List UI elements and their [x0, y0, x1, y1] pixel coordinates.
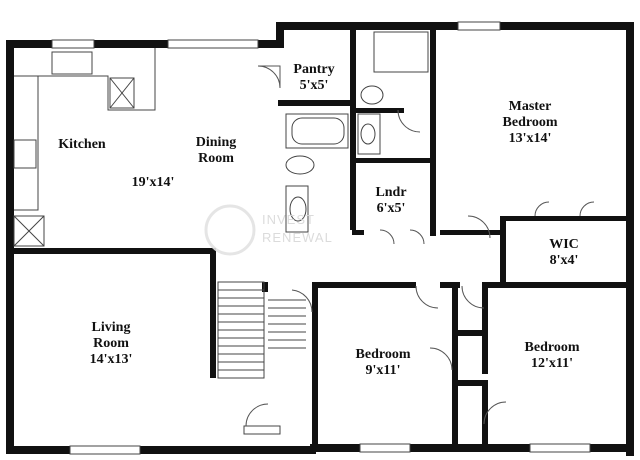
dining-size: 19'x14'	[132, 175, 175, 190]
pantry-name: Pantry	[293, 62, 334, 77]
master-name-line2: Bedroom	[503, 115, 558, 130]
kitchen-cabinets	[13, 48, 156, 247]
room-labels: Kitchen Dining Room 19'x14' Pantry 5'x5'…	[58, 62, 580, 378]
bedroom3-size: 12'x11'	[531, 356, 573, 371]
pantry-size: 5'x5'	[300, 78, 329, 93]
kitchen-name: Kitchen	[58, 137, 106, 152]
dining-name-line1: Dining	[196, 135, 236, 150]
living-size: 14'x13'	[90, 352, 133, 367]
laundry-name: Lndr	[375, 185, 406, 200]
bedroom2-name: Bedroom	[356, 347, 411, 362]
staircase	[217, 281, 306, 379]
watermark-line1: INVEST	[262, 212, 315, 227]
bedroom3-name: Bedroom	[525, 340, 580, 355]
dining-name-line2: Room	[198, 151, 234, 166]
master-size: 13'x14'	[509, 131, 552, 146]
living-name-line1: Living	[92, 320, 131, 335]
master-name-line1: Master	[509, 99, 552, 114]
watermark: INVEST RENEWAL	[204, 204, 333, 256]
laundry-size: 6'x5'	[377, 201, 406, 216]
living-name-line2: Room	[93, 336, 129, 351]
doors	[245, 65, 595, 427]
wic-size: 8'x4'	[550, 253, 579, 268]
bath-fixtures	[285, 31, 429, 233]
exterior-walls	[6, 22, 634, 456]
interior-walls	[10, 30, 630, 452]
watermark-line2: RENEWAL	[262, 230, 333, 245]
windows	[51, 21, 591, 455]
wic-name: WIC	[549, 237, 579, 252]
bedroom2-size: 9'x11'	[365, 363, 400, 378]
